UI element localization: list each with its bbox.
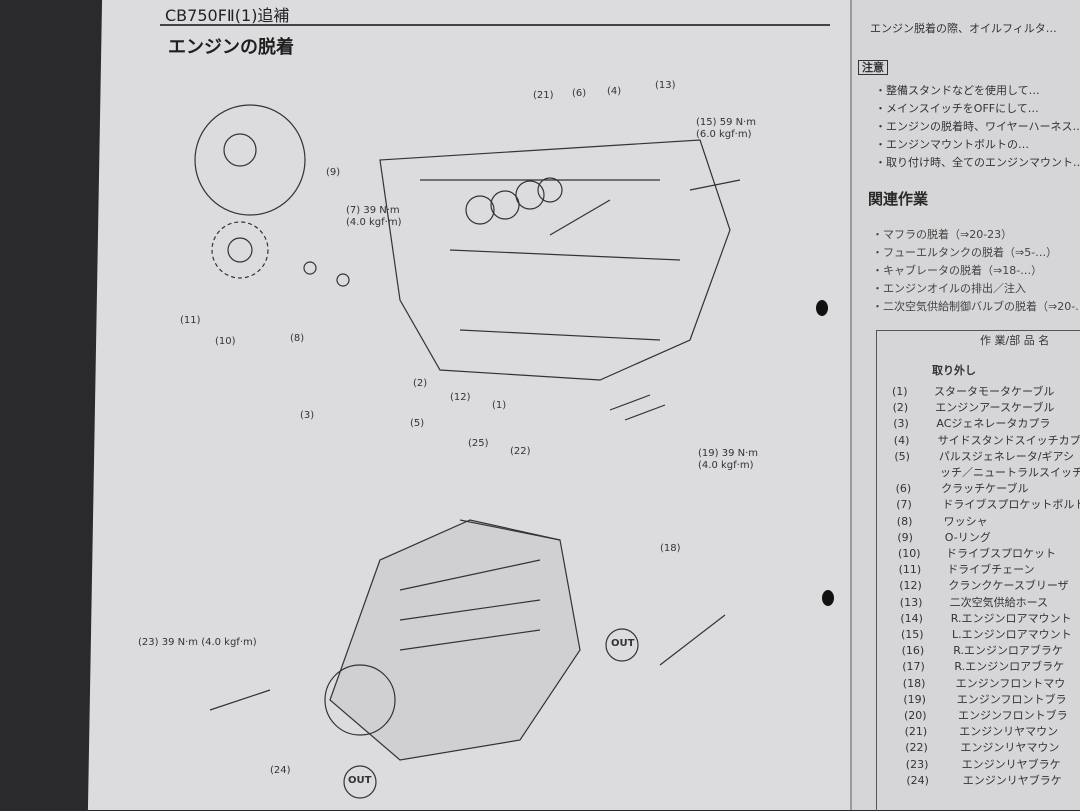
row-number: (10) (898, 547, 921, 560)
callout-23: (23) 39 N·m (4.0 kgf·m) (138, 637, 257, 648)
callout-19: (19) 39 N·m (4.0 kgf·m) (698, 448, 759, 471)
row-part-name: ドライブスプロケットボルト (942, 498, 1080, 512)
callout-8: (8) (290, 333, 305, 344)
callout-15: (15) 59 N·m (6.0 kgf·m) (696, 117, 757, 140)
table-header: 作 業/部 品 名 (980, 334, 1050, 347)
frame-illustration (379, 139, 731, 381)
caution-item: ・メインスイッチをOFFにして… (875, 102, 1039, 115)
row-number: (12) (899, 579, 922, 593)
caution-label: 注意 (858, 60, 888, 75)
row-number: (7) (896, 498, 912, 512)
callout-10: (10) (215, 336, 236, 347)
row-number: (14) (900, 611, 923, 625)
row-part-name: エンジンフロントマウ (955, 676, 1066, 690)
caution-item: ・整備スタンドなどを使用して… (875, 84, 1040, 97)
row-number: (8) (896, 514, 913, 528)
crankcase-cover-illustration (194, 104, 306, 216)
row-part-name: エンジンフロントブラ (956, 692, 1067, 706)
row-part-name: パルスジェネレータ/ギアシ (938, 449, 1075, 463)
callout-21: (21) (533, 90, 554, 101)
callout-6: (6) (572, 88, 587, 99)
row-number: (19) (903, 692, 926, 706)
binder-hole (816, 300, 828, 316)
row-number: (18) (902, 676, 926, 690)
callout-7: (7) 39 N·m (4.0 kgf·m) (346, 205, 402, 228)
row-part-name: O-リング (944, 530, 991, 544)
parts-table (876, 330, 1080, 811)
row-part-name: クラッチケーブル (941, 482, 1029, 496)
row-part-name: クランクケースブリーザ (948, 579, 1069, 593)
binder-hole (822, 590, 834, 606)
row-number: (6) (895, 482, 912, 496)
callout-11: (11) (180, 315, 201, 326)
row-number: (13) (899, 595, 923, 609)
row-part-name: ACジェネレータカプラ (936, 417, 1051, 431)
row-part-name: スタータモータケーブル (934, 385, 1055, 398)
sprocket-illustration (211, 221, 269, 279)
row-number: (1) (892, 385, 908, 398)
row-part-name: エンジンリヤブラケ (962, 773, 1062, 787)
warning-text: エンジン脱着の際、オイルフィルタ… (870, 22, 1057, 35)
engine-block-illustration (329, 519, 581, 761)
model-header: CB750FⅡ(1)追補 (165, 6, 290, 25)
row-part-name: エンジンリヤマウン (959, 725, 1059, 739)
row-part-name: ッチ／ニュートラルスイッチ (940, 466, 1080, 479)
row-part-name: エンジンリヤブラケ (961, 757, 1061, 771)
row-part-name: R.エンジンロアブラケ (954, 660, 1065, 674)
row-part-name: サイドスタンドスイッチカプ (937, 433, 1080, 447)
row-number: (2) (892, 401, 909, 415)
row-number: (9) (897, 530, 913, 544)
callout-25: (25) (468, 438, 489, 449)
table-section: 取り外し (932, 364, 976, 377)
row-part-name: ドライブスプロケット (946, 547, 1056, 560)
row-part-name: エンジンアースケーブル (935, 401, 1055, 415)
row-part-name: ワッシャ (943, 514, 988, 528)
row-part-name: R.エンジンロアマウント (950, 611, 1072, 625)
related-item: ・キャブレータの脱着（⇒18-…） (872, 264, 1043, 277)
row-number: (11) (898, 563, 922, 577)
callout-5: (5) (410, 418, 425, 429)
row-number: (24) (906, 773, 929, 787)
out-marker: OUT (611, 638, 635, 649)
row-part-name: エンジンリヤマウン (960, 741, 1060, 755)
callout-1: (1) (492, 400, 507, 411)
page-title: エンジンの脱着 (168, 37, 294, 58)
related-item: ・マフラの脱着（⇒20-23） (872, 228, 1013, 241)
manual-right-page (850, 0, 1080, 810)
callout-22: (22) (510, 446, 531, 457)
callout-18: (18) (660, 543, 681, 554)
caution-item: ・エンジンマウントボルトの… (875, 138, 1029, 151)
callout-3: (3) (300, 410, 315, 421)
row-number: (5) (894, 449, 910, 463)
engine-diagram (194, 104, 731, 761)
row-number: (21) (904, 725, 928, 739)
row-part-name: R.エンジンロアブラケ (953, 644, 1063, 658)
row-part-name: L.エンジンロアマウント (952, 628, 1072, 641)
header-rule (160, 24, 830, 26)
row-part-name: エンジンフロントブラ (958, 709, 1068, 722)
callout-9: (9) (326, 167, 341, 178)
callout-24: (24) (270, 765, 291, 776)
row-number: (15) (901, 628, 924, 641)
row-number: (20) (904, 709, 927, 722)
out-marker: OUT (348, 775, 372, 786)
caution-item: ・取り付け時、全てのエンジンマウント… (875, 156, 1080, 169)
related-work-title: 関連作業 (868, 190, 929, 208)
callout-12: (12) (450, 392, 471, 403)
row-number: (23) (905, 757, 929, 771)
row-number: (17) (902, 660, 925, 674)
related-item: ・フューエルタンクの脱着（⇒5-…） (872, 246, 1058, 259)
row-number: (4) (893, 433, 910, 447)
callout-2: (2) (413, 378, 428, 389)
callout-4: (4) (607, 86, 622, 97)
related-item: ・二次空気供給制御バルブの脱着（⇒20-…） (872, 300, 1080, 313)
row-number: (16) (901, 644, 925, 658)
related-item: ・エンジンオイルの排出／注入 (872, 282, 1026, 295)
row-part-name: 二次空気供給ホース (949, 595, 1049, 609)
row-number: (22) (905, 741, 928, 755)
caution-item: ・エンジンの脱着時、ワイヤーハーネス… (875, 120, 1080, 133)
row-part-name: ドライブチェーン (947, 563, 1035, 577)
callout-13: (13) (655, 80, 676, 91)
row-number: (3) (893, 417, 909, 431)
